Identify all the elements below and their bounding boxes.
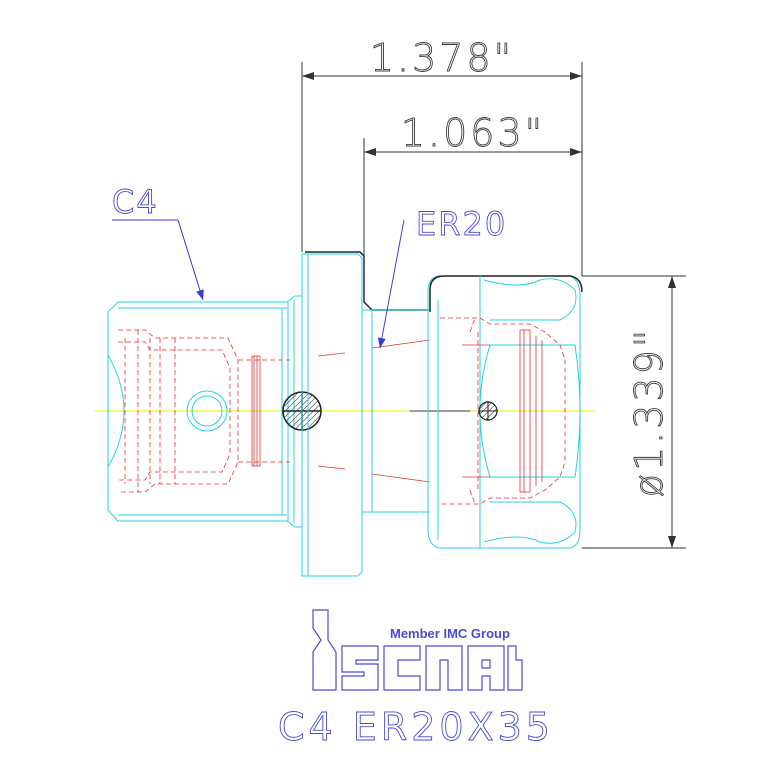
label-er20-leader (377, 219, 405, 349)
label-c4-leader (177, 219, 204, 301)
iscar-logo (312, 609, 523, 691)
shank-hidden-lines (118, 329, 290, 493)
nut-outline (427, 275, 583, 549)
label-er20: ER20 (416, 205, 507, 243)
part-number: C4 ER20X35 (278, 705, 554, 749)
dimension-overall-length (301, 62, 583, 276)
nut-center-mark (478, 401, 498, 421)
flange-hidden-lines (317, 339, 470, 483)
dimension-diameter (582, 275, 686, 549)
dimension-collet-length (363, 138, 582, 300)
logo-member-text: Member IMC Group (390, 626, 510, 641)
dimension-overall-length-text: 1.378" (370, 36, 514, 80)
flange-outline (301, 251, 430, 577)
nut-hidden-lines (440, 317, 566, 505)
dimension-collet-length-text: 1.063" (401, 111, 545, 155)
label-c4: C4 (112, 183, 159, 221)
dimension-diameter-text: ø1.339" (627, 327, 671, 498)
